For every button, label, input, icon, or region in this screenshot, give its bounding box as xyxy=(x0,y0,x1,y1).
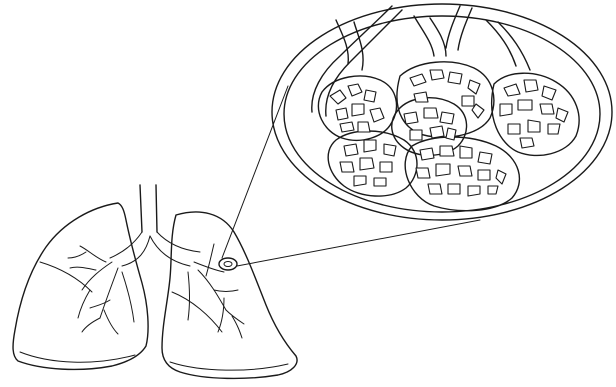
right-lung-base xyxy=(170,362,288,370)
sample-alveolus-marker xyxy=(219,258,237,270)
bronchial-tree xyxy=(68,244,244,338)
magnified-view xyxy=(272,4,612,220)
capillary-network xyxy=(330,70,568,196)
left-lung xyxy=(13,203,148,369)
sample-alveolus-inner xyxy=(224,262,232,267)
right-lung xyxy=(162,212,297,378)
right-lung-fissure xyxy=(172,292,222,332)
alveolar-sac-6 xyxy=(392,98,467,156)
left-lung-base xyxy=(20,352,135,362)
trachea xyxy=(110,185,200,266)
lungs xyxy=(13,203,297,378)
